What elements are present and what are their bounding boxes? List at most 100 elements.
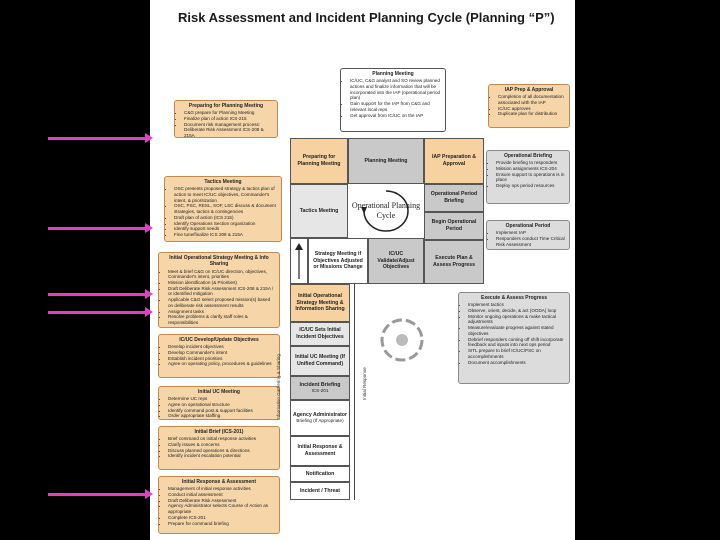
planning-meeting-box: Planning Meeting IC/UC, C&G analyst and … <box>340 68 446 132</box>
list-item: Identify command post & support faciliti… <box>168 408 276 414</box>
slide: Risk Assessment and Incident Planning Cy… <box>150 0 575 540</box>
execute-heading: Execute & Assess Progress <box>481 295 547 301</box>
list-item: Conduct initial assessment <box>168 492 276 498</box>
p-preparing-cell: Preparing for Planning Meeting <box>290 138 348 184</box>
cell-label: Initial Response & Assessment <box>297 444 343 457</box>
cell-sublabel: ICS-201 <box>311 388 329 394</box>
cell-label: Agency Administrator <box>293 411 347 418</box>
p-iap-cell: IAP Preparation & Approval <box>424 138 484 184</box>
cell-label: Begin Operational Period <box>431 219 477 232</box>
iap-prep-box: IAP Prep & Approval Completion of all do… <box>488 84 570 128</box>
list-item: Implement tactics <box>468 302 566 308</box>
iap-prep-heading: IAP Prep & Approval <box>504 87 554 93</box>
preparing-heading: Preparing for Planning Meeting <box>188 103 264 109</box>
list-item: Duplicate plan for distribution <box>498 111 566 117</box>
p-incident-cell: Incident / Threat <box>290 482 350 500</box>
list-item: Identify support needs <box>174 226 278 232</box>
arrow-tactics <box>48 223 153 233</box>
list-item: Debrief responders coming off shift inco… <box>468 337 566 348</box>
strategy-box: Initial Operational Strategy Meeting & I… <box>158 252 280 328</box>
list-item: Implement IAP <box>496 230 566 236</box>
list-item: Discuss planned operations & directions <box>168 448 276 454</box>
cell-label: IC/UC Validate/Adjust Objectives <box>377 250 415 271</box>
list-item: Draft plan of action (ICS 215) <box>174 215 278 221</box>
list-item: Document accomplishments <box>468 360 566 366</box>
list-item: Clarify issues & concerns <box>168 442 276 448</box>
list-item: Mission identification (& Priorities) <box>168 280 276 286</box>
p-ic-uc-sets-cell: IC/UC Sets Initial Incident Objectives <box>290 322 350 346</box>
page-title: Risk Assessment and Incident Planning Cy… <box>178 10 555 25</box>
initial-response-box: Initial Response & Assessment Management… <box>158 476 280 534</box>
list-item: Gain support for the IAP from C&G and re… <box>350 101 442 112</box>
initial-uc-heading: Initial UC Meeting <box>198 389 240 395</box>
list-item: Provide briefing to responders <box>496 160 566 166</box>
list-item: Applicable C&G select proposed mission(s… <box>168 297 276 308</box>
ops-briefing-box: Operational Briefing Provide briefing to… <box>486 150 570 204</box>
list-item: Agree on operating policy, procedures & … <box>168 361 276 367</box>
cell-label: Tactics Meeting <box>299 207 339 214</box>
p-strategy-cell: Strategy Meeting if Objectives Adjusted … <box>308 238 368 284</box>
list-item: Draft Deliberate Risk Assessment ICS-208… <box>168 286 276 297</box>
list-item: Get approval from IC/UC on the IAP <box>350 113 442 119</box>
list-item: Measure/evaluate progress against stated… <box>468 325 566 336</box>
tactics-box: Tactics Meeting OSC presents proposed st… <box>164 176 282 242</box>
list-item: OSC, PSC, RESL, SOF, LSC discuss & docum… <box>174 203 278 214</box>
brief-box: Initial Brief (ICS-201) Brief command on… <box>158 426 280 470</box>
p-initial-response-cell: Initial Response & Assessment <box>290 436 350 466</box>
list-item: Completion of all documentation associat… <box>498 94 566 105</box>
cell-label: Strategy Meeting if Objectives Adjusted … <box>313 250 363 271</box>
cell-label: IC/UC Sets Initial Incident Objectives <box>296 327 344 340</box>
strategy-heading: Initial Operational Strategy Meeting & I… <box>169 255 269 268</box>
p-begin-ops-cell: Begin Operational Period <box>424 212 484 240</box>
cell-label: IAP Preparation & Approval <box>431 154 476 167</box>
cell-label: Preparing for Planning Meeting <box>297 154 341 167</box>
list-item: Identify Operations Section organization <box>174 221 278 227</box>
list-item: Prepare for command briefing <box>168 521 276 527</box>
list-item: Document risk management process: Delibe… <box>184 122 274 137</box>
arrow-initial-response <box>48 489 153 499</box>
p-icuc-validate-cell: IC/UC Validate/Adjust Objectives <box>368 238 424 284</box>
ops-period-box: Operational Period Implement IAP Respond… <box>486 220 570 250</box>
initial-response-heading: Initial Response & Assessment <box>181 479 256 485</box>
p-planning-cell: Planning Meeting <box>348 138 424 184</box>
list-item: Establish incident priorities <box>168 356 276 362</box>
cell-label: Initial UC Meeting (If Unified Command) <box>295 354 345 367</box>
cell-label: Execute Plan & Assess Progress <box>432 255 476 268</box>
list-item: Brief command on initial response activi… <box>168 436 276 442</box>
ops-period-heading: Operational Period <box>505 223 551 229</box>
list-item: C&G prepare for Planning Meeting <box>184 110 274 116</box>
right-side-divider <box>354 284 355 500</box>
cell-label: Initial Operational Strategy Meeting & I… <box>295 292 345 313</box>
arrow-preparing <box>48 133 153 143</box>
up-arrow-icon <box>295 243 303 279</box>
p-agency-admin-cell: Agency Administrator Briefing (If Approp… <box>290 400 350 436</box>
left-side-label: Information Gathering & Sharing <box>276 354 281 420</box>
cell-label: Operational Period Briefing <box>430 191 478 204</box>
list-item: Complete ICS-201 <box>168 515 276 521</box>
p-initial-uc-cell: Initial UC Meeting (If Unified Command) <box>290 346 350 376</box>
list-item: Management of initial response activitie… <box>168 486 276 492</box>
ops-briefing-heading: Operational Briefing <box>503 153 553 159</box>
planning-meeting-heading: Planning Meeting <box>372 71 414 77</box>
list-item: Draft Deliberate Risk Assessment <box>168 498 276 504</box>
p-execute-cell: Execute Plan & Assess Progress <box>424 240 484 284</box>
p-tactics-cell: Tactics Meeting <box>290 184 348 238</box>
cell-label: Planning Meeting <box>364 157 408 164</box>
list-item: Agency Administrator selects Course of A… <box>168 503 276 514</box>
list-item: Develop Commander's intent <box>168 350 276 356</box>
list-item: Deploy ops period resources <box>496 183 566 189</box>
list-item: Agree on operational structure <box>168 402 276 408</box>
cycle-arrow-icon <box>361 190 409 232</box>
list-item: Ensure support to operations is in place <box>496 172 566 183</box>
initial-uc-box: Initial UC Meeting Determine UC reps Agr… <box>158 386 280 420</box>
list-item: Develop incident objectives <box>168 344 276 350</box>
ooda-cycle-icon <box>380 318 424 362</box>
cell-label: Notification <box>305 470 335 477</box>
p-arrow-cell <box>290 238 308 284</box>
list-item: Assignment tasks <box>168 309 276 315</box>
p-ops-briefing-cell: Operational Period Briefing <box>424 184 484 212</box>
list-item: Order appropriate staffing <box>168 413 276 419</box>
execute-box: Execute & Assess Progress Implement tact… <box>458 292 570 384</box>
p-initial-strategy-cell: Initial Operational Strategy Meeting & I… <box>290 284 350 322</box>
cycle-label: Operational Planning Cycle <box>351 201 421 220</box>
